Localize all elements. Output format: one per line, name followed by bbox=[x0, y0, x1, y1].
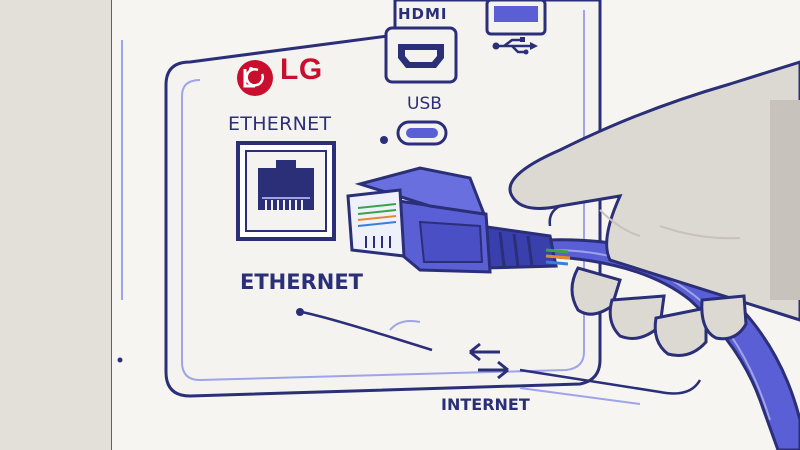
usb-c-port-icon bbox=[380, 120, 448, 146]
connection-line bbox=[301, 310, 433, 352]
ethernet-cable-icon bbox=[346, 166, 800, 450]
usb-symbol-icon bbox=[492, 37, 538, 55]
connection-line-right bbox=[519, 368, 702, 395]
internet-label: INTERNET bbox=[441, 395, 530, 414]
usb-port-icon bbox=[485, 0, 547, 36]
usb-label: USB bbox=[407, 94, 442, 114]
wall-shadow bbox=[0, 0, 112, 450]
ethernet-port-icon bbox=[236, 141, 336, 241]
ethernet-label-bottom: ETHERNET bbox=[240, 270, 364, 294]
connection-accent bbox=[389, 320, 641, 405]
edge-dot bbox=[117, 357, 123, 363]
ethernet-label-top: ETHERNET bbox=[228, 113, 332, 135]
wrist-shadow bbox=[770, 100, 800, 300]
hdmi-label: HDMI bbox=[398, 5, 448, 23]
hdmi-port-icon bbox=[384, 26, 458, 84]
hand-icon bbox=[508, 60, 800, 357]
panel-inner-accent bbox=[181, 10, 585, 382]
connection-dot bbox=[296, 308, 304, 316]
brand-logo-text: LG bbox=[280, 53, 323, 86]
data-transfer-arrows-icon bbox=[469, 342, 509, 380]
lg-logo-icon bbox=[237, 60, 273, 96]
